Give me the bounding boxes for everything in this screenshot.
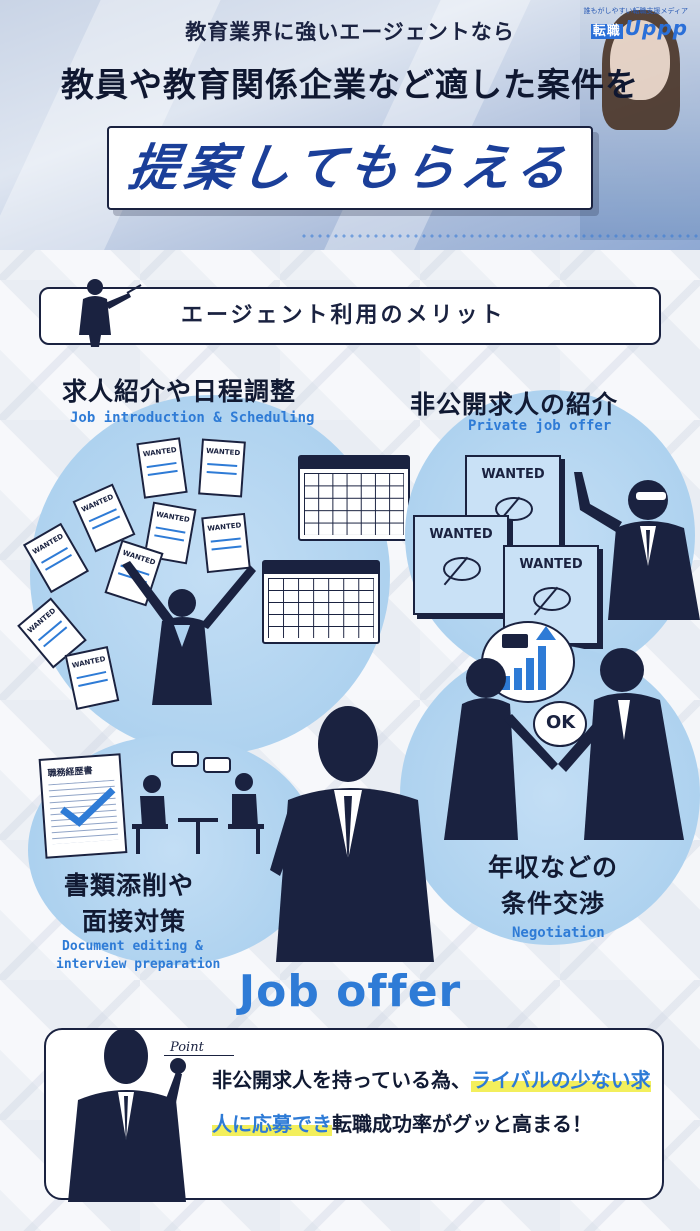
logo-wordmark: Uppp: [624, 16, 688, 40]
document-en-line2: interview preparation: [56, 957, 221, 972]
handshake-silhouette: [444, 648, 684, 840]
hidden-eye-icon: [533, 587, 571, 611]
thinking-man-silhouette: [68, 1028, 186, 1202]
dot-pattern: [300, 232, 700, 242]
header-subtitle: 教育業界に強いエージェントなら: [185, 20, 515, 44]
point-tag: Point: [164, 1040, 234, 1056]
private-title: 非公開求人の紹介: [410, 390, 619, 419]
negotiation-title: 年収などの 条件交渉: [478, 850, 628, 922]
wanted-poster: WANTED: [413, 515, 509, 615]
calendar-icon: [298, 455, 410, 541]
logo-tagline: 誰もがしやすい転職支援メディア: [583, 7, 688, 15]
resume-title: 職務経歴書: [47, 766, 93, 780]
header-title: 教員や教育関係企業など適した案件を: [61, 65, 639, 104]
job-offer-heading: Job offer: [238, 966, 462, 1017]
logo-badge: 転職: [590, 24, 623, 39]
document-title: 書類添削や 面接対策: [64, 868, 194, 940]
ok-bubble-text: OK: [546, 712, 576, 733]
pointing-man-silhouette: [574, 472, 700, 620]
negotiation-title-line1: 年収などの: [487, 853, 618, 882]
document-title-line2: 面接対策: [82, 907, 187, 936]
document-title-line1: 書類添削や: [64, 871, 195, 900]
calendar-icon: [262, 560, 380, 644]
wanted-doc: WANTED: [198, 438, 246, 498]
wanted-poster: WANTED: [465, 455, 561, 555]
highlight-box: 提案してもらえる: [107, 126, 593, 210]
scheduling-title: 求人紹介や日程調整: [62, 377, 297, 406]
private-en: Private job offer: [468, 418, 612, 434]
woman-photo: [580, 0, 700, 240]
negotiation-title-line2: 条件交渉: [500, 889, 605, 918]
point-text-after: 転職成功率がグッと高まる！: [332, 1112, 592, 1136]
highlight-text: 提案してもらえる: [124, 138, 576, 197]
check-icon: [60, 787, 116, 827]
hidden-eye-icon: [443, 557, 481, 581]
merit-heading-box: エージェント利用のメリット: [39, 279, 661, 347]
cheering-woman-silhouette: [122, 561, 256, 705]
resume-doc: 職務経歴書: [38, 753, 128, 859]
document-en-line1: Document editing &: [62, 939, 203, 954]
scheduling-en: Job introduction & Scheduling: [70, 410, 315, 426]
negotiation-en: Negotiation: [512, 925, 605, 941]
point-text: 非公開求人を持っている為、ライバルの少ない求人に応募でき転職成功率がグッと高まる…: [212, 1058, 652, 1146]
point-text-before: 非公開求人を持っている為、: [212, 1068, 471, 1092]
wanted-doc: WANTED: [136, 437, 188, 499]
businessman-silhouette: [270, 706, 434, 962]
hidden-eye-icon: [495, 497, 533, 521]
presenter-icon: [79, 279, 142, 347]
merit-label: エージェント利用のメリット: [181, 303, 506, 328]
interview-silhouette: [132, 751, 264, 854]
document-en: Document editing & interview preparation: [56, 938, 220, 974]
